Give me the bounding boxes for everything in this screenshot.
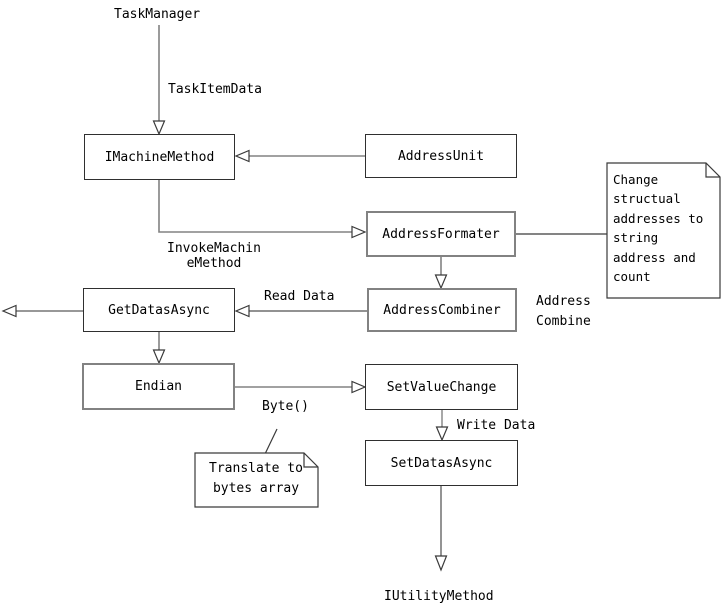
note-translate-bytes-text: Translate to bytes array [209, 461, 303, 496]
node-imachine-method: IMachineMethod [84, 134, 235, 180]
node-task-manager: TaskManager [114, 7, 201, 22]
edge-label-read-data: Read Data [264, 289, 335, 304]
node-get-datas-async: GetDatasAsync [83, 288, 235, 332]
node-set-datas-async: SetDatasAsync [365, 440, 518, 486]
connector-addressformater-addresscombiner [434, 256, 448, 290]
edge-label-task-item-data: TaskItemData [168, 82, 262, 97]
connector-addressunit-imachinemethod [234, 149, 365, 163]
node-iutility-method: IUtilityMethod [384, 589, 494, 604]
node-set-value-change: SetValueChange [365, 364, 518, 410]
node-address-combiner: AddressCombiner [367, 288, 517, 332]
node-endian: Endian [82, 363, 235, 410]
connector-getdatasasync-out [1, 304, 83, 318]
edge-label-write-data: Write Data [457, 418, 536, 433]
edge-label-invoke-machine-method: InvokeMachin eMethod [167, 241, 261, 271]
node-address-unit: AddressUnit [365, 134, 517, 178]
note-change-addresses-shape [606, 162, 721, 299]
edge-label-byte: Byte() [262, 399, 309, 414]
edge-label-address-combine: Address Combine [536, 294, 591, 329]
node-address-formater: AddressFormater [366, 211, 516, 257]
connector-getdatasasync-endian [152, 332, 166, 365]
connector-setvaluechange-setdatasasync [435, 410, 449, 442]
connector-taskmanager-imachinemethod [152, 25, 166, 136]
note-change-addresses-text: Change structual addresses to string add… [613, 172, 704, 285]
note-translate-bytes-shape [194, 428, 319, 508]
connector-addresscombiner-getdatasasync [234, 304, 367, 318]
connector-setdatasasync-iutilitymethod [434, 486, 448, 572]
connector-endian-setvaluechange [235, 380, 367, 394]
connector-imachinemethod-addressformater [158, 180, 367, 239]
